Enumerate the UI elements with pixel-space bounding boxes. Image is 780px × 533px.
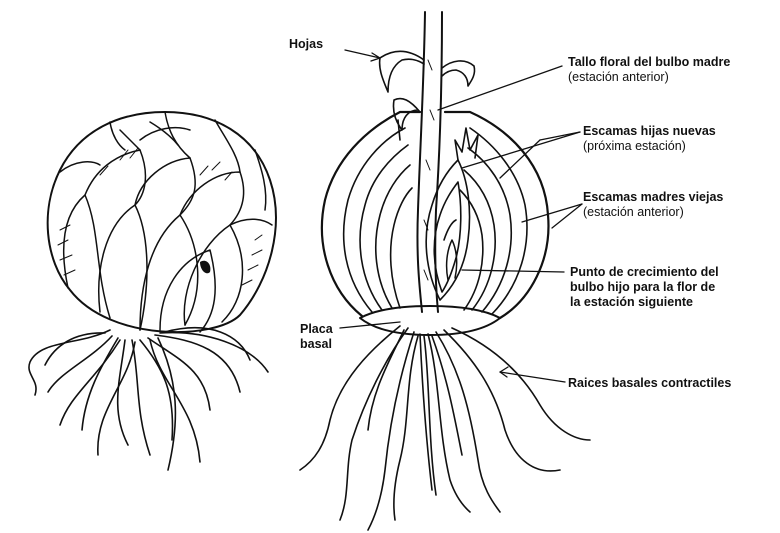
leader-raices bbox=[500, 372, 565, 382]
label-tallo-floral: Tallo floral del bulbo madre (estación a… bbox=[568, 55, 730, 85]
basal-plate bbox=[360, 306, 500, 335]
leader-escamas-madres-2 bbox=[552, 204, 582, 228]
whole-bulb-outline bbox=[48, 112, 276, 332]
leader-punto bbox=[462, 270, 564, 272]
section-bulb-drawing bbox=[300, 12, 590, 530]
section-bulb-roots bbox=[300, 326, 590, 530]
section-daughter-scales bbox=[426, 128, 478, 300]
leader-escamas-madres-1 bbox=[522, 204, 582, 222]
label-placa-basal: Placa basal bbox=[300, 322, 333, 352]
label-escamas-hijas: Escamas hijas nuevas (próxima estación) bbox=[583, 124, 716, 154]
label-punto-crecimiento: Punto de crecimiento del bulbo hijo para… bbox=[570, 265, 719, 310]
mother-floral-stalk bbox=[417, 12, 442, 312]
whole-bulb-scales bbox=[60, 112, 272, 332]
section-mother-scales-left bbox=[344, 128, 412, 312]
whole-bulb-roots bbox=[29, 328, 268, 470]
leader-placa bbox=[340, 322, 400, 328]
label-hojas: Hojas bbox=[289, 37, 323, 52]
whole-bulb-drawing bbox=[29, 112, 276, 470]
leaves bbox=[380, 51, 475, 140]
leader-escamas-hijas-2 bbox=[500, 140, 540, 178]
leader-tallo bbox=[438, 66, 562, 110]
label-escamas-madres: Escamas madres viejas (estación anterior… bbox=[583, 190, 723, 220]
leader-escamas-hijas-1 bbox=[462, 132, 580, 168]
whole-bulb-dark-fleck bbox=[200, 261, 210, 274]
label-raices: Raices basales contractiles bbox=[568, 376, 731, 391]
